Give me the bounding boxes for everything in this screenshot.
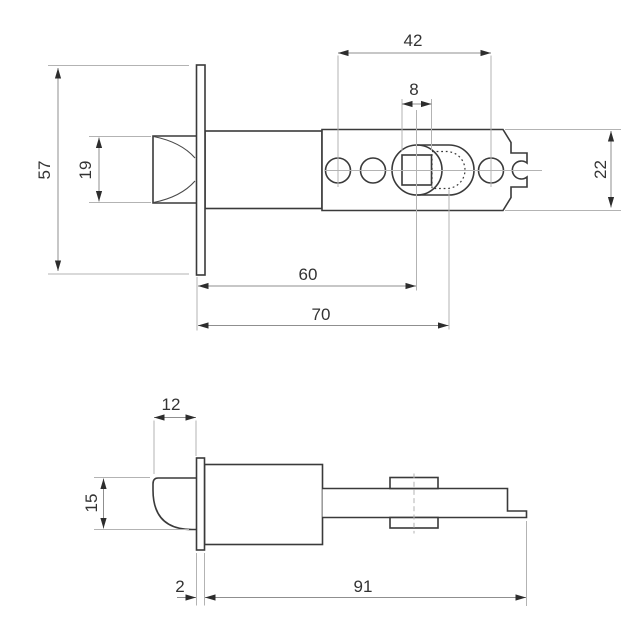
dim-label-faceplate-height: 57 [35, 161, 54, 180]
latch-bolt-front [152, 135, 197, 204]
latch-bolt-side [152, 477, 197, 531]
dim-label-body-length: 91 [354, 577, 373, 596]
faceplate-side [195, 457, 206, 551]
top-view: 42 8 57 19 22 60 70 [35, 31, 621, 331]
case-tail-side [322, 487, 528, 519]
dim-label-backset-extended: 70 [312, 305, 331, 324]
dim-label-hole-spacing: 42 [404, 31, 423, 50]
bottom-view: 12 15 2 91 [82, 395, 528, 606]
dim-label-bolt-projection: 12 [162, 395, 181, 414]
tube-body-side [203, 463, 324, 546]
faceplate-front [195, 64, 206, 276]
dim-label-faceplate-thickness: 2 [175, 577, 184, 596]
dim-label-bolt-thickness: 15 [82, 494, 101, 513]
dim-label-spindle-square: 8 [409, 80, 418, 99]
dim-label-backset-standard: 60 [299, 265, 318, 284]
dim-label-body-height: 22 [591, 160, 610, 179]
bolt-bevel-upper-curve [153, 135, 196, 159]
tube-body [204, 130, 323, 210]
bolt-bevel-lower-curve [153, 180, 196, 204]
spindle-square-alt-position-hidden [431, 150, 466, 190]
dim-label-bolt-height: 19 [76, 161, 95, 180]
